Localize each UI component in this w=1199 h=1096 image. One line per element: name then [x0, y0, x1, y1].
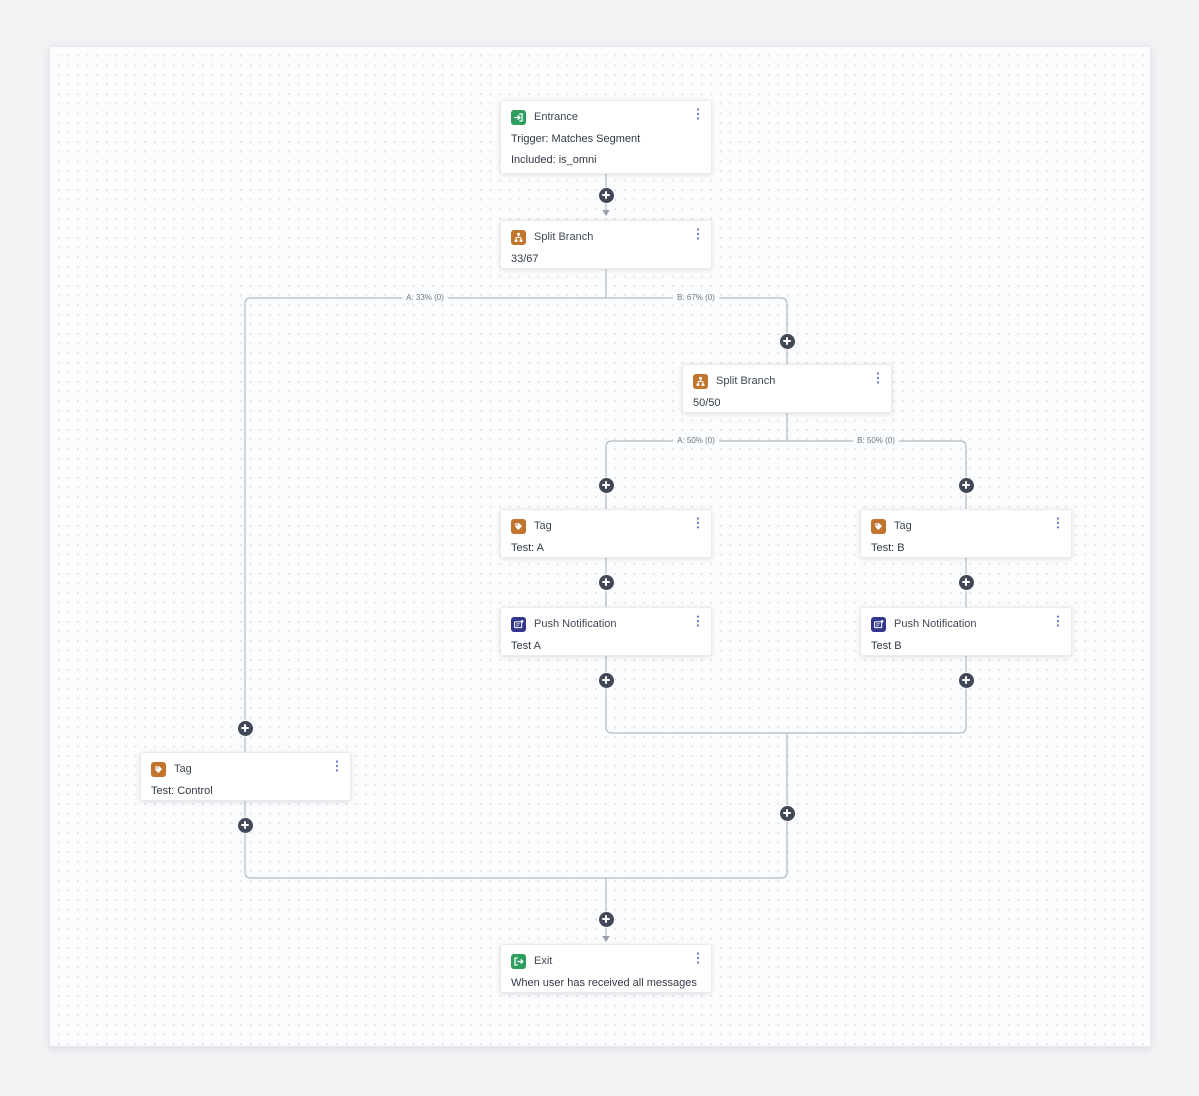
node-detail: Test: A — [511, 542, 545, 554]
add-step-button[interactable] — [958, 574, 974, 590]
kebab-icon — [335, 764, 339, 768]
node-title: Tag — [534, 519, 552, 532]
add-step-button[interactable] — [237, 720, 253, 736]
split-branch-icon — [511, 229, 526, 245]
tag-icon — [511, 518, 526, 534]
node-header: Push Notification — [511, 616, 701, 632]
node-tag-b[interactable]: Tag Test: B — [860, 509, 1072, 558]
push-notification-icon — [511, 616, 526, 632]
node-title: Entrance — [534, 110, 579, 123]
branch-label-a50: A: 50% (0) — [673, 435, 719, 447]
node-header: Entrance — [511, 109, 701, 125]
exit-icon — [511, 953, 526, 969]
split-branch-icon — [693, 373, 708, 389]
node-detail: 50/50 — [693, 397, 721, 409]
node-title: Split Branch — [534, 230, 594, 243]
node-menu-button[interactable] — [1052, 516, 1064, 530]
kebab-icon — [696, 619, 700, 623]
node-menu-button[interactable] — [872, 371, 884, 385]
add-step-button[interactable] — [779, 333, 795, 349]
branch-label-a33: A: 33% (0) — [402, 292, 448, 304]
node-title: Push Notification — [534, 617, 617, 630]
node-title: Tag — [174, 762, 192, 775]
tag-icon — [871, 518, 886, 534]
tag-icon — [151, 761, 166, 777]
kebab-icon — [696, 232, 700, 236]
node-detail: 33/67 — [511, 253, 539, 265]
node-title: Push Notification — [894, 617, 977, 630]
node-detail: Test A — [511, 640, 541, 652]
kebab-icon — [696, 112, 700, 116]
node-header: Push Notification — [871, 616, 1061, 632]
node-detail: Test B — [871, 640, 902, 652]
branch-label-b67: B: 67% (0) — [673, 292, 719, 304]
node-detail: Test: Control — [151, 785, 213, 797]
kebab-icon — [876, 376, 880, 380]
node-header: Tag — [151, 761, 340, 777]
node-menu-button[interactable] — [692, 951, 704, 965]
add-step-button[interactable] — [958, 672, 974, 688]
node-entrance[interactable]: Entrance Trigger: Matches Segment Includ… — [500, 100, 712, 174]
add-step-button[interactable] — [598, 187, 614, 203]
add-step-button[interactable] — [598, 574, 614, 590]
add-step-button[interactable] — [598, 672, 614, 688]
node-menu-button[interactable] — [692, 107, 704, 121]
node-detail: Included: is_omni — [511, 154, 597, 166]
node-header: Tag — [511, 518, 701, 534]
push-notification-icon — [871, 616, 886, 632]
node-title: Exit — [534, 954, 553, 967]
add-step-button[interactable] — [958, 477, 974, 493]
node-tag-control[interactable]: Tag Test: Control — [140, 752, 351, 801]
node-tag-a[interactable]: Tag Test: A — [500, 509, 712, 558]
node-header: Tag — [871, 518, 1061, 534]
branch-label-b50: B: 50% (0) — [853, 435, 899, 447]
node-detail: Trigger: Matches Segment — [511, 133, 641, 145]
kebab-icon — [1056, 521, 1060, 525]
node-title: Tag — [894, 519, 912, 532]
node-menu-button[interactable] — [692, 227, 704, 241]
node-push-b[interactable]: Push Notification Test B — [860, 607, 1072, 656]
add-step-button[interactable] — [598, 477, 614, 493]
node-exit[interactable]: Exit When user has received all messages — [500, 944, 712, 993]
node-split-branch-1[interactable]: Split Branch 33/67 — [500, 220, 712, 269]
add-step-button[interactable] — [779, 805, 795, 821]
node-menu-button[interactable] — [692, 516, 704, 530]
journey-canvas[interactable]: A: 33% (0) B: 67% (0) A: 50% (0) B: 50% … — [49, 46, 1151, 1047]
node-menu-button[interactable] — [692, 614, 704, 628]
node-push-a[interactable]: Push Notification Test A — [500, 607, 712, 656]
node-detail: Test: B — [871, 542, 905, 554]
node-split-branch-2[interactable]: Split Branch 50/50 — [682, 364, 892, 413]
node-title: Split Branch — [716, 374, 776, 387]
add-step-button[interactable] — [598, 911, 614, 927]
entrance-icon — [511, 109, 526, 125]
node-detail: When user has received all messages — [511, 977, 697, 989]
kebab-icon — [1056, 619, 1060, 623]
node-header: Split Branch — [511, 229, 701, 245]
node-header: Split Branch — [693, 373, 881, 389]
add-step-button[interactable] — [237, 817, 253, 833]
node-header: Exit — [511, 953, 701, 969]
kebab-icon — [696, 956, 700, 960]
node-menu-button[interactable] — [331, 759, 343, 773]
kebab-icon — [696, 521, 700, 525]
node-menu-button[interactable] — [1052, 614, 1064, 628]
